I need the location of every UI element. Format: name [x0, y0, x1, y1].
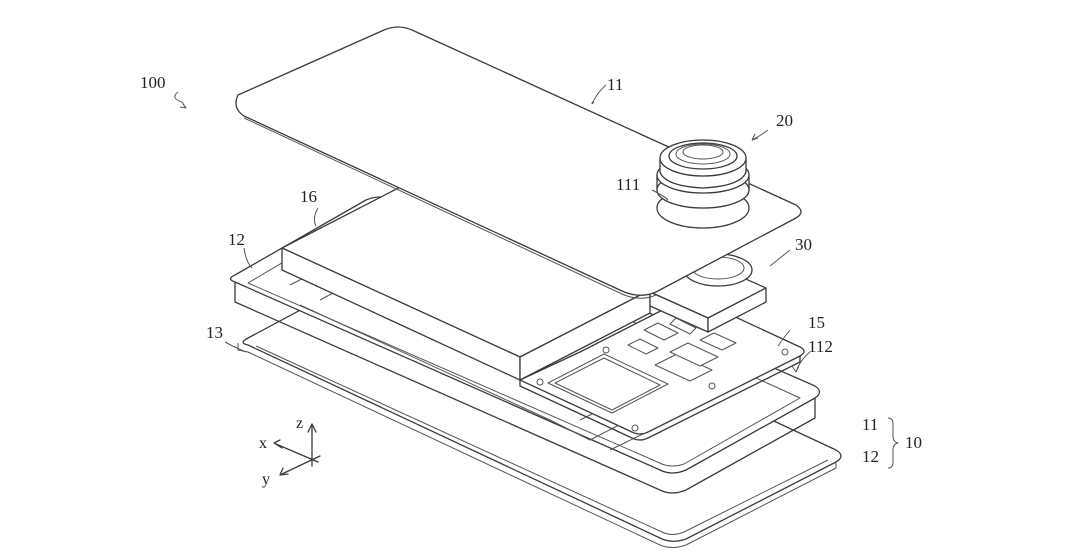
label-lens-hole: 111 — [616, 175, 640, 194]
axis-y-label: y — [262, 471, 270, 488]
label-battery: 16 — [300, 187, 317, 206]
brace-top-label: 11 — [862, 415, 878, 434]
camera-lens — [656, 139, 750, 229]
axis-z-label: z — [296, 415, 303, 432]
brace-total-label: 10 — [905, 433, 922, 452]
axis-x-label: x — [259, 435, 267, 452]
brace-bottom-label: 12 — [862, 447, 879, 466]
callout-labels: 100 11 20 111 16 12 30 13 15 112 — [140, 73, 833, 356]
circuit-board — [519, 295, 805, 441]
label-board: 15 — [808, 313, 825, 332]
label-module: 30 — [795, 235, 812, 254]
label-back: 13 — [206, 323, 223, 342]
label-gap: 112 — [808, 337, 833, 356]
label-cover: 11 — [607, 75, 623, 94]
reference-brace: 11 12 10 — [862, 415, 922, 469]
label-camera: 20 — [776, 111, 793, 130]
label-frame: 12 — [228, 230, 245, 249]
cover-plate — [235, 26, 802, 299]
label-assembly: 100 — [140, 73, 166, 92]
leader-lines — [174, 84, 811, 373]
coordinate-axes: z x y — [259, 415, 321, 488]
